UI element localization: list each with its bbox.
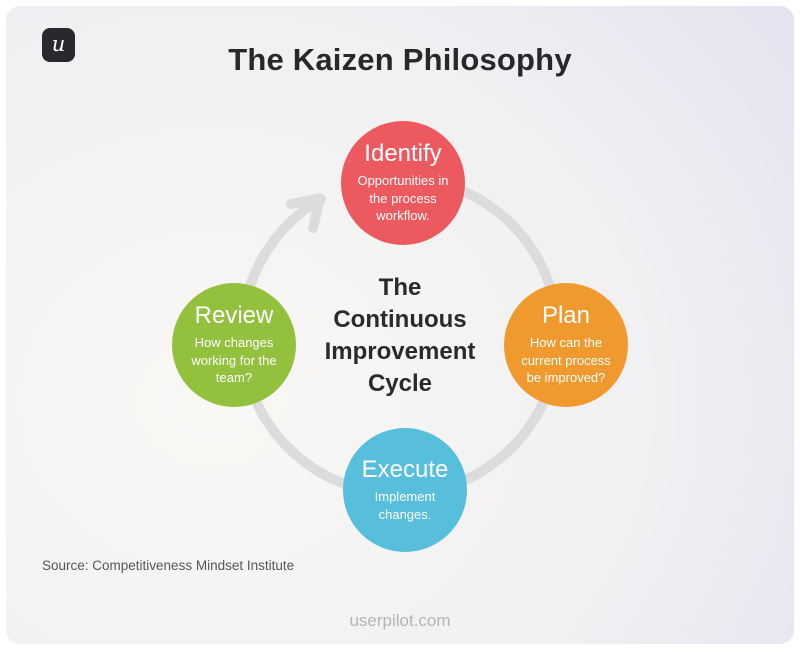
userpilot-logo-icon: u <box>42 28 75 62</box>
step-title: Identify <box>364 139 442 167</box>
clockwise-arrowhead-icon <box>286 193 325 233</box>
step-title: Review <box>194 301 274 329</box>
website-url: userpilot.com <box>349 611 451 630</box>
step-description: How changes working for the team? <box>191 335 277 386</box>
step-description: Implement changes. <box>374 489 436 522</box>
step-circle-review: Review How changes working for the team? <box>172 283 296 407</box>
infographic-card: u The Kaizen Philosophy Identify Opportu… <box>6 6 794 644</box>
logo-letter: u <box>51 32 66 56</box>
step-circle-plan: Plan How can the current process be impr… <box>504 283 628 407</box>
cycle-center-label: The Continuous Improvement Cycle <box>324 274 476 397</box>
step-circle-execute: Execute Implement changes. <box>343 428 467 552</box>
page-title: The Kaizen Philosophy <box>228 42 572 77</box>
step-circle-identify: Identify Opportunities in the process wo… <box>341 121 465 245</box>
step-title: Execute <box>361 455 449 483</box>
source-attribution: Source: Competitiveness Mindset Institut… <box>42 558 295 573</box>
step-title: Plan <box>541 301 591 329</box>
step-description: How can the current process be improved? <box>521 335 611 386</box>
step-description: Opportunities in the process workflow. <box>357 173 449 224</box>
